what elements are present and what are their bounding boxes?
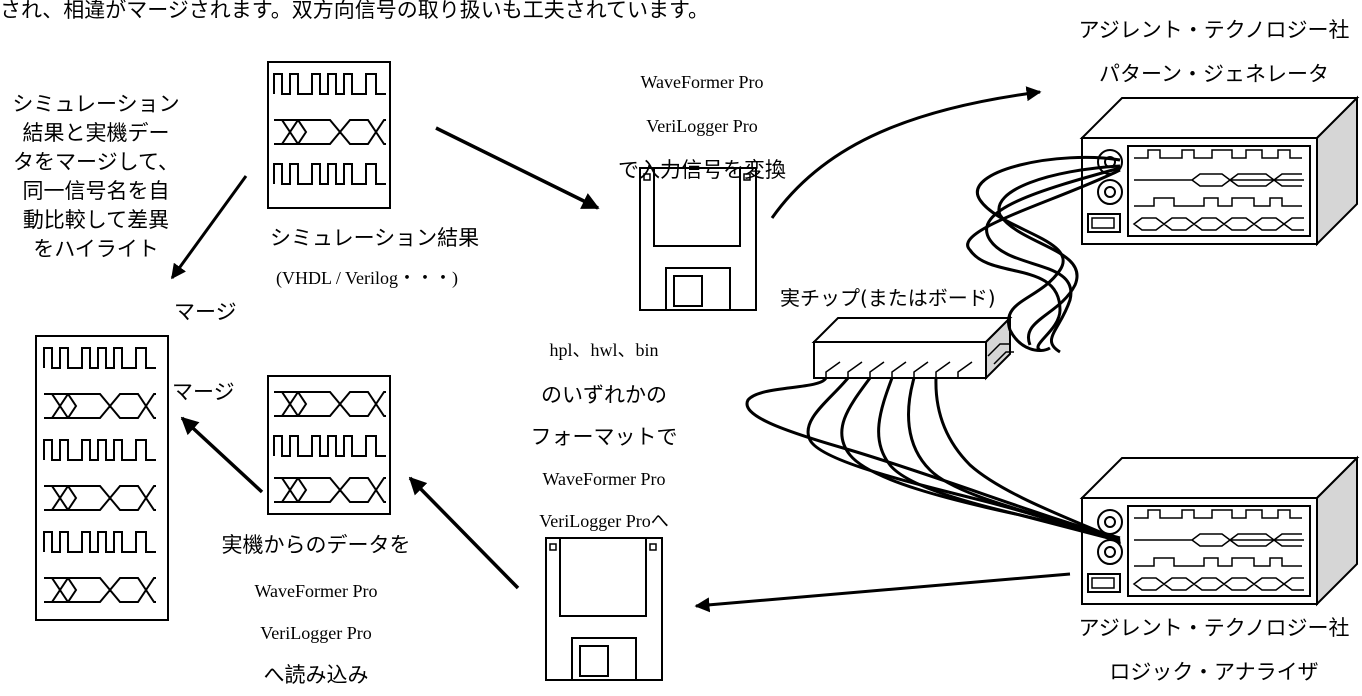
import-note-line: へ読み込み xyxy=(263,663,369,687)
format-note-line: のいずれかの xyxy=(541,383,667,407)
logic-analyzer-maker: アジレント・テクノロジー社 xyxy=(1078,616,1350,640)
import-note: 実機からのデータを WaveFormer Pro VeriLogger Pro … xyxy=(194,520,438,696)
cable-bundle xyxy=(745,376,1122,545)
merge-label: マージ xyxy=(172,380,235,404)
import-note-line: 実機からのデータを xyxy=(221,533,411,557)
merge-note: シミュレーション 結果と実機デー タをマージして、 同一信号名を自 動比較して差… xyxy=(8,90,184,264)
merge-note-line: シミュレーション xyxy=(12,92,180,116)
format-note-line: VeriLogger Proへ xyxy=(539,511,669,531)
floppy-disk-icon xyxy=(545,537,663,681)
merge-note-line: をハイライト xyxy=(33,237,159,261)
merge-note-line: 結果と実機デー xyxy=(22,121,170,145)
import-note-line: WaveFormer Pro xyxy=(254,581,378,601)
convert-note-line: で入力信号を変換 xyxy=(618,158,786,182)
merge-note-line: 同一信号名を自 xyxy=(22,179,170,203)
pattern-generator-maker: アジレント・テクノロジー社 xyxy=(1078,18,1350,42)
merge-note-line: タをマージして、 xyxy=(13,150,179,174)
simulation-waveform-window xyxy=(267,61,391,209)
logic-analyzer-label: アジレント・テクノロジー社 ロジック・アナライザ xyxy=(1066,606,1362,694)
merge-note-line: 動比較して差異 xyxy=(22,208,170,232)
arrow-to-floppy xyxy=(435,126,600,210)
pattern-generator-label: アジレント・テクノロジー社 パターン・ジェネレータ xyxy=(1066,8,1362,96)
convert-note: WaveFormer Pro VeriLogger Pro で入力信号を変換 xyxy=(566,60,838,192)
merge-label: マージ xyxy=(174,300,237,324)
arrow-floppy-to-hw xyxy=(408,476,520,590)
chip-icon xyxy=(811,315,1014,381)
format-note: hpl、hwl、bin のいずれかの フォーマットで WaveFormer Pr… xyxy=(484,326,724,542)
header-text-fragment: され、相違がマージされます。双方向信号の取り扱いも工夫されています。 xyxy=(0,0,709,22)
import-note-line: VeriLogger Pro xyxy=(260,623,372,643)
logic-analyzer-icon xyxy=(1081,457,1358,605)
sim-result-subtitle: (VHDL / Verilog・・・) xyxy=(276,268,458,288)
arrow-merge-sim xyxy=(170,175,248,280)
pattern-generator-icon xyxy=(1081,97,1358,245)
convert-note-line: WaveFormer Pro xyxy=(640,72,764,92)
format-note-line: フォーマットで xyxy=(530,425,678,449)
pattern-generator-name: パターン・ジェネレータ xyxy=(1099,62,1329,86)
arrow-to-pattern-generator xyxy=(770,86,1042,219)
cable-bundle xyxy=(966,155,1121,354)
logic-analyzer-name: ロジック・アナライザ xyxy=(1109,660,1319,684)
arrow-analyzer-to-floppy xyxy=(694,572,1071,613)
convert-note-line: VeriLogger Pro xyxy=(646,116,758,136)
format-note-line: WaveFormer Pro xyxy=(542,469,666,489)
sim-result-title: シミュレーション結果 xyxy=(270,226,480,250)
arrow-merge-hw xyxy=(180,416,264,494)
merged-waveform-window xyxy=(35,335,169,621)
format-note-line: hpl、hwl、bin xyxy=(549,340,659,360)
hardware-waveform-window xyxy=(267,375,391,515)
chip-label: 実チップ(またはボード) xyxy=(780,286,996,310)
